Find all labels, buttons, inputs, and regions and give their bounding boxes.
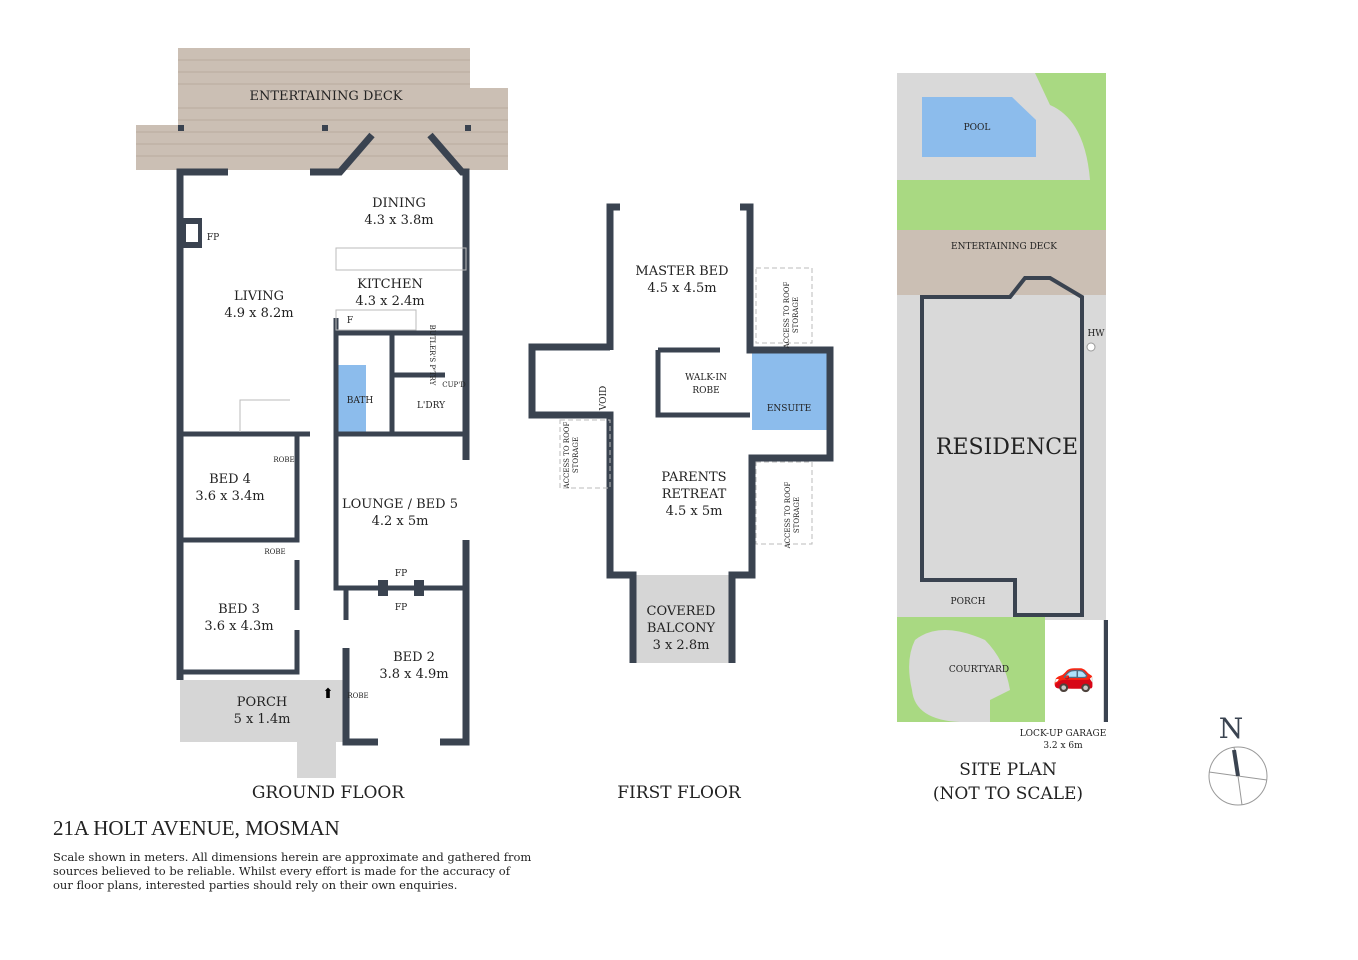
lounge-size: 4.2 x 5m [372,514,429,529]
kitchen-size: 4.3 x 2.4m [355,294,424,309]
hot-water-label: HW [1087,329,1105,339]
porch-size: 5 x 1.4m [234,712,291,727]
roof-access-label: ACCESS TO ROOF [784,481,792,549]
site-plan-subcaption: (NOT TO SCALE) [933,784,1083,804]
kitchen-label: KITCHEN [357,277,423,292]
compass-north-label: N [1219,712,1244,745]
lounge-fp-label: FP [395,569,407,579]
garage-size: 3.2 x 6m [1043,741,1083,751]
retreat-label-1: PARENTS [661,470,726,485]
bed4-size: 3.6 x 3.4m [195,489,264,504]
roof-access-storage-label: STORAGE [793,497,801,533]
bath-floor [336,365,366,432]
living-fp-label: FP [207,233,219,243]
balcony-floor [633,575,732,663]
roof-access-top-right: ACCESS TO ROOF STORAGE [783,281,800,349]
site-deck [897,230,1106,295]
site-porch-label: PORCH [951,597,986,607]
roof-access-left: ACCESS TO ROOF STORAGE [563,421,580,489]
car-icon: 🚗 [1053,654,1095,694]
living-label: LIVING [234,289,284,304]
site-deck-label: ENTERTAINING DECK [951,242,1057,252]
retreat-label-2: RETREAT [662,487,727,502]
bath-label: BATH [347,396,374,406]
roof-access-label: ACCESS TO ROOF [563,421,571,489]
roof-access-label: ACCESS TO ROOF [783,281,791,349]
bed2-size: 3.8 x 4.9m [379,667,448,682]
master-bed-size: 4.5 x 4.5m [647,281,716,296]
cupboard-label: CUP'D [442,381,466,389]
walk-in-robe-label-1: WALK-IN [685,373,727,383]
living-size: 4.9 x 8.2m [224,306,293,321]
bed2-label: BED 2 [393,650,435,665]
garage-floor [1045,620,1103,722]
pool [922,97,1036,157]
bed4-label: BED 4 [209,472,251,487]
north-compass-icon: N [1208,712,1268,806]
roof-access-storage-label: STORAGE [792,297,800,333]
lawn [897,180,1106,230]
site-plan-caption: SITE PLAN [959,760,1057,780]
pool-garden [1035,73,1106,180]
first-floor: MASTER BED 4.5 x 4.5m WALK-IN ROBE ENSUI… [528,203,834,803]
laundry-label: L'DRY [417,401,446,411]
disclaimer: Scale shown in meters. All dimensions he… [53,850,532,892]
bed4-robe-label: ROBE [273,456,294,464]
bed3-size: 3.6 x 4.3m [204,619,273,634]
residence-label: RESIDENCE [936,435,1078,460]
site-plan: POOL ENTERTAINING DECK HW RESIDENCE PORC… [897,73,1108,804]
dining-size: 4.3 x 3.8m [364,213,433,228]
bed3-label: BED 3 [218,602,260,617]
fridge-label: F [347,316,353,326]
butlers-pantry-label: BUTLER'S P'TRY [428,325,436,386]
void-label: VOID [599,386,609,412]
property-address: 21A HOLT AVENUE, MOSMAN [53,816,340,840]
balcony-label-1: COVERED [647,604,716,619]
ground-floor-caption: GROUND FLOOR [252,783,406,803]
walk-in-robe-label-2: ROBE [692,386,719,396]
porch-label: PORCH [237,695,287,710]
ground-floor: ENTERTAINING DECK DINING 4.3 x 3.8m FP L… [136,48,508,803]
garage-label: LOCK-UP GARAGE [1020,729,1107,739]
bed2-robe-label: ROBE [347,692,368,700]
pool-label: POOL [964,123,991,133]
roof-access-storage-label: STORAGE [572,437,580,473]
bed3-robe-label: ROBE [264,548,285,556]
ensuite-floor [752,350,830,430]
bed2-fp-label: FP [395,603,407,613]
lounge-label: LOUNGE / BED 5 [342,497,458,512]
deck-label: ENTERTAINING DECK [249,89,402,104]
balcony-label-2: BALCONY [647,621,716,636]
first-floor-caption: FIRST FLOOR [617,783,742,803]
retreat-size: 4.5 x 5m [666,504,723,519]
entertaining-deck [136,48,508,170]
residence-outline [920,276,1084,617]
porch-floor [180,680,346,742]
ensuite-label: ENSUITE [767,404,811,414]
courtyard-label: COURTYARD [949,665,1009,675]
master-bed-label: MASTER BED [635,264,728,279]
balcony-size: 3 x 2.8m [653,638,710,653]
roof-access-bottom-right: ACCESS TO ROOF STORAGE [784,481,801,549]
entry-arrow-icon: ⬆ [322,686,334,702]
porch-steps [297,742,336,778]
dining-label: DINING [372,196,426,211]
